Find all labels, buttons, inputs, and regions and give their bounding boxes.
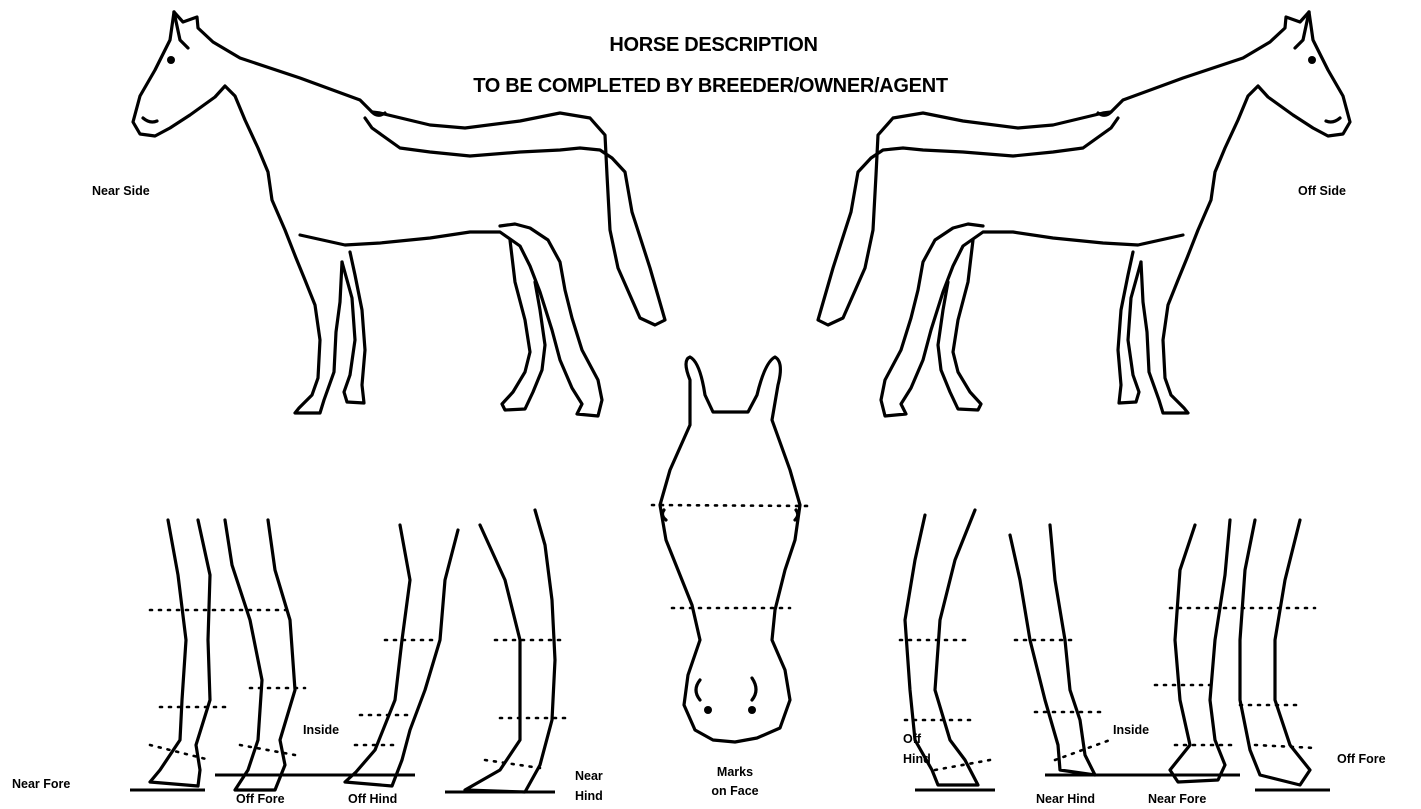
off-hind-right-label-2: Hind — [903, 752, 931, 767]
marks-label-1: Marks — [700, 765, 770, 780]
face-outline — [652, 357, 812, 742]
inside-left-label: Inside — [303, 723, 339, 738]
near-hind-left-label-1: Near — [575, 769, 603, 784]
left-legs — [130, 510, 565, 792]
right-legs — [900, 510, 1330, 790]
off-hind-right-label-1: Off — [903, 732, 921, 747]
off-fore-left-label: Off Fore — [236, 792, 285, 807]
off-hind-left-label: Off Hind — [348, 792, 397, 807]
inside-right-label: Inside — [1113, 723, 1149, 738]
near-fore-left-label: Near Fore — [12, 777, 70, 792]
marks-label-2: on Face — [690, 784, 780, 799]
off-side-horse — [818, 12, 1350, 416]
off-fore-right-label: Off Fore — [1337, 752, 1386, 767]
off-side-label: Off Side — [1298, 184, 1346, 199]
near-hind-right-label: Near Hind — [1036, 792, 1095, 807]
near-fore-right-label: Near Fore — [1148, 792, 1206, 807]
near-side-label: Near Side — [92, 184, 150, 199]
near-side-horse — [133, 12, 665, 416]
near-hind-left-label-2: Hind — [575, 789, 603, 804]
